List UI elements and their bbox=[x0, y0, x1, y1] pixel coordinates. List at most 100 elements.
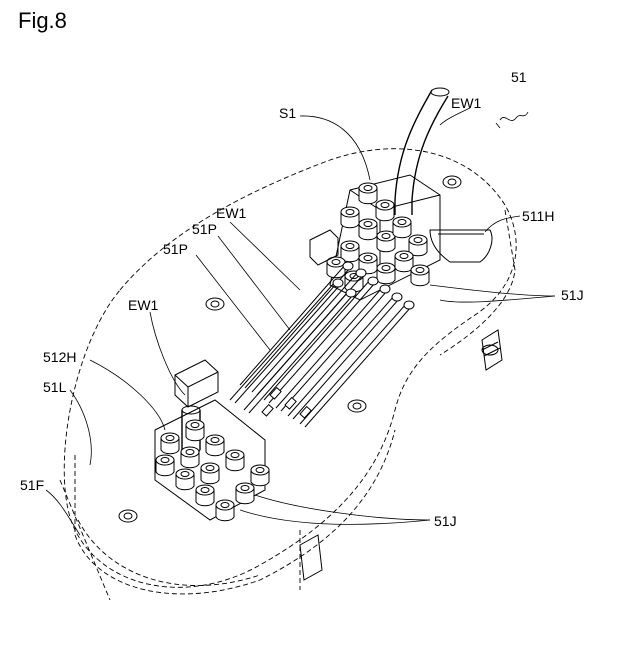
label-51p-a: 51P bbox=[192, 221, 217, 237]
label-51: 51 bbox=[511, 69, 527, 85]
upper-joint-7 bbox=[409, 235, 427, 256]
pipe-8-edge-b bbox=[249, 295, 353, 413]
upper-joint-2-top bbox=[376, 200, 394, 210]
pipe-7-end bbox=[333, 279, 343, 287]
lower-joint-11 bbox=[236, 483, 254, 504]
upper-joint-13-top bbox=[327, 257, 345, 267]
upper-joint-12 bbox=[411, 265, 429, 286]
pipe-7-edge-b bbox=[235, 285, 340, 403]
cable-ew1-top bbox=[395, 88, 449, 215]
lower-joint-5-top bbox=[181, 447, 199, 457]
pipe-4-edge-a bbox=[276, 288, 382, 408]
lower-joint-6-top bbox=[201, 463, 219, 473]
label-512h: 512H bbox=[43, 349, 76, 365]
upper-joint-1-top bbox=[359, 183, 377, 193]
upper-joint-8-top bbox=[341, 241, 359, 251]
upper-joint-6 bbox=[393, 217, 411, 238]
screw-hole-rear bbox=[443, 176, 461, 188]
lower-joint-9-top bbox=[196, 485, 214, 495]
pipe-4-edge-b bbox=[281, 291, 387, 411]
label-s1: S1 bbox=[279, 105, 296, 121]
lower-joint-6 bbox=[201, 463, 219, 484]
upper-joint-3 bbox=[341, 207, 359, 228]
lower-joint-3 bbox=[226, 450, 244, 471]
lower-joint-12-top bbox=[251, 465, 269, 475]
upper-joints-51j bbox=[327, 183, 429, 292]
pipe-3-end bbox=[368, 277, 378, 285]
pipe-5 bbox=[288, 293, 402, 419]
pipe-fitting-4 bbox=[262, 405, 273, 416]
pipe-1-end bbox=[343, 262, 353, 270]
lower-joint-12 bbox=[251, 465, 269, 486]
figure-title: Fig.8 bbox=[18, 8, 67, 34]
lower-joint-1-top bbox=[186, 420, 204, 430]
pipe-fitting-2 bbox=[285, 398, 296, 409]
lower-joint-3-top bbox=[226, 450, 244, 460]
upper-joint-10 bbox=[377, 263, 395, 284]
upper-joint-10-top bbox=[377, 263, 395, 273]
pipe-4-end bbox=[380, 285, 390, 293]
base-body-outline bbox=[60, 149, 516, 600]
upper-joint-5-top bbox=[377, 231, 395, 241]
upper-joint-4 bbox=[359, 219, 377, 240]
lower-joint-7 bbox=[156, 455, 174, 476]
pipe-2-edge-a bbox=[252, 272, 358, 392]
upper-joint-8 bbox=[341, 241, 359, 262]
pipe-7-edge-a bbox=[230, 282, 335, 400]
upper-joint-3-top bbox=[341, 207, 359, 217]
pipe-bundle bbox=[230, 262, 414, 427]
pipe-5-edge-a bbox=[288, 296, 394, 416]
upper-joint-1 bbox=[359, 183, 377, 204]
lower-joints-51j bbox=[156, 420, 269, 521]
bracket-512h bbox=[175, 230, 338, 407]
lower-joint-8 bbox=[176, 469, 194, 490]
upper-joint-11 bbox=[395, 251, 413, 272]
screw-hole-front bbox=[119, 510, 137, 522]
upper-joint-6-top bbox=[393, 217, 411, 227]
pipe-5-edge-b bbox=[293, 299, 399, 419]
pipe-5-end bbox=[392, 293, 402, 301]
label-ew1-top: EW1 bbox=[451, 95, 482, 111]
label-51f: 51F bbox=[20, 477, 44, 493]
pipe-6 bbox=[300, 301, 414, 427]
pipe-fitting-3 bbox=[300, 407, 311, 418]
pipe-8-end bbox=[346, 289, 356, 297]
upper-joint-2 bbox=[376, 200, 394, 221]
pipe-6-end bbox=[404, 301, 414, 309]
pipe-4 bbox=[276, 285, 390, 411]
label-51p-b: 51P bbox=[163, 241, 188, 257]
label-511h: 511H bbox=[522, 208, 554, 224]
lower-joint-9 bbox=[196, 485, 214, 506]
upper-joint-4-top bbox=[359, 219, 377, 229]
label-51j-bottom: 51J bbox=[434, 513, 457, 529]
lower-joint-8-top bbox=[176, 469, 194, 479]
label-ew1-left: EW1 bbox=[128, 297, 159, 313]
lower-joint-5 bbox=[181, 447, 199, 468]
lower-joint-1 bbox=[186, 420, 204, 441]
lower-joint-4 bbox=[161, 433, 179, 454]
reference-labels: 51 EW1 S1 EW1 51P 51P EW1 512H 51L 51F 5… bbox=[20, 69, 584, 529]
pipe-3 bbox=[264, 277, 378, 403]
upper-joint-12-top bbox=[411, 265, 429, 275]
label-51l: 51L bbox=[43, 379, 67, 395]
pipe-8-edge-a bbox=[244, 292, 348, 410]
pipe-8 bbox=[244, 289, 356, 413]
lower-joint-4-top bbox=[161, 433, 179, 443]
upper-joint-9-top bbox=[359, 253, 377, 263]
lower-joint-2-top bbox=[206, 435, 224, 445]
lower-joint-7-top bbox=[156, 455, 174, 465]
screw-hole-left bbox=[206, 298, 224, 310]
upper-joint-7-top bbox=[409, 235, 427, 245]
screw-hole-right bbox=[482, 342, 500, 356]
recess-511h bbox=[430, 230, 492, 262]
lower-joint-10 bbox=[216, 500, 234, 521]
screw-hole-center bbox=[348, 400, 366, 412]
pipe-fitting-1 bbox=[270, 388, 281, 399]
lower-joint-11-top bbox=[236, 483, 254, 493]
lower-joint-2 bbox=[206, 435, 224, 456]
label-ew1-mid: EW1 bbox=[216, 205, 247, 221]
upper-joint-5 bbox=[377, 231, 395, 252]
lower-joint-10-top bbox=[216, 500, 234, 510]
